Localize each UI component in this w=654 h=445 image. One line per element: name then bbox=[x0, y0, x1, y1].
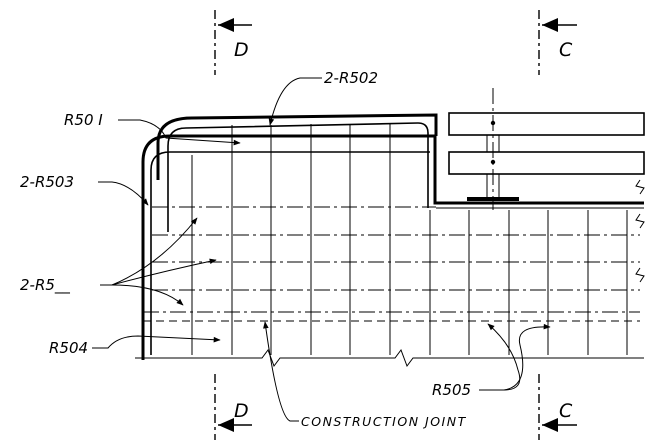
section-letter-d-bottom: D bbox=[234, 400, 249, 422]
rebar-r503 bbox=[150, 151, 430, 355]
section-mark-bottom-left: D bbox=[214, 374, 252, 440]
section-letter-c-top: C bbox=[559, 39, 573, 61]
section-letter-d-top: D bbox=[234, 39, 249, 61]
label-2-r502: 2-R502 bbox=[324, 69, 378, 87]
section-mark-bottom-right: C bbox=[538, 374, 577, 440]
label-r501: R50 I bbox=[64, 111, 103, 129]
label-2-r5-blank: 2-R5__ bbox=[20, 276, 70, 295]
label-2-r503: 2-R503 bbox=[20, 173, 74, 191]
section-mark-top-left: D bbox=[214, 10, 252, 75]
label-r505: R505 bbox=[432, 381, 471, 399]
label-r504: R504 bbox=[49, 339, 88, 357]
leaders bbox=[92, 77, 551, 422]
stirrups bbox=[191, 123, 628, 355]
guard-rail bbox=[448, 88, 645, 283]
section-mark-top-right: C bbox=[538, 10, 577, 75]
concrete-outline bbox=[135, 113, 644, 368]
rebar-r501 bbox=[167, 122, 429, 232]
label-construction-joint: CONSTRUCTION JOINT bbox=[301, 414, 467, 429]
section-letter-c-bottom: C bbox=[559, 400, 573, 422]
